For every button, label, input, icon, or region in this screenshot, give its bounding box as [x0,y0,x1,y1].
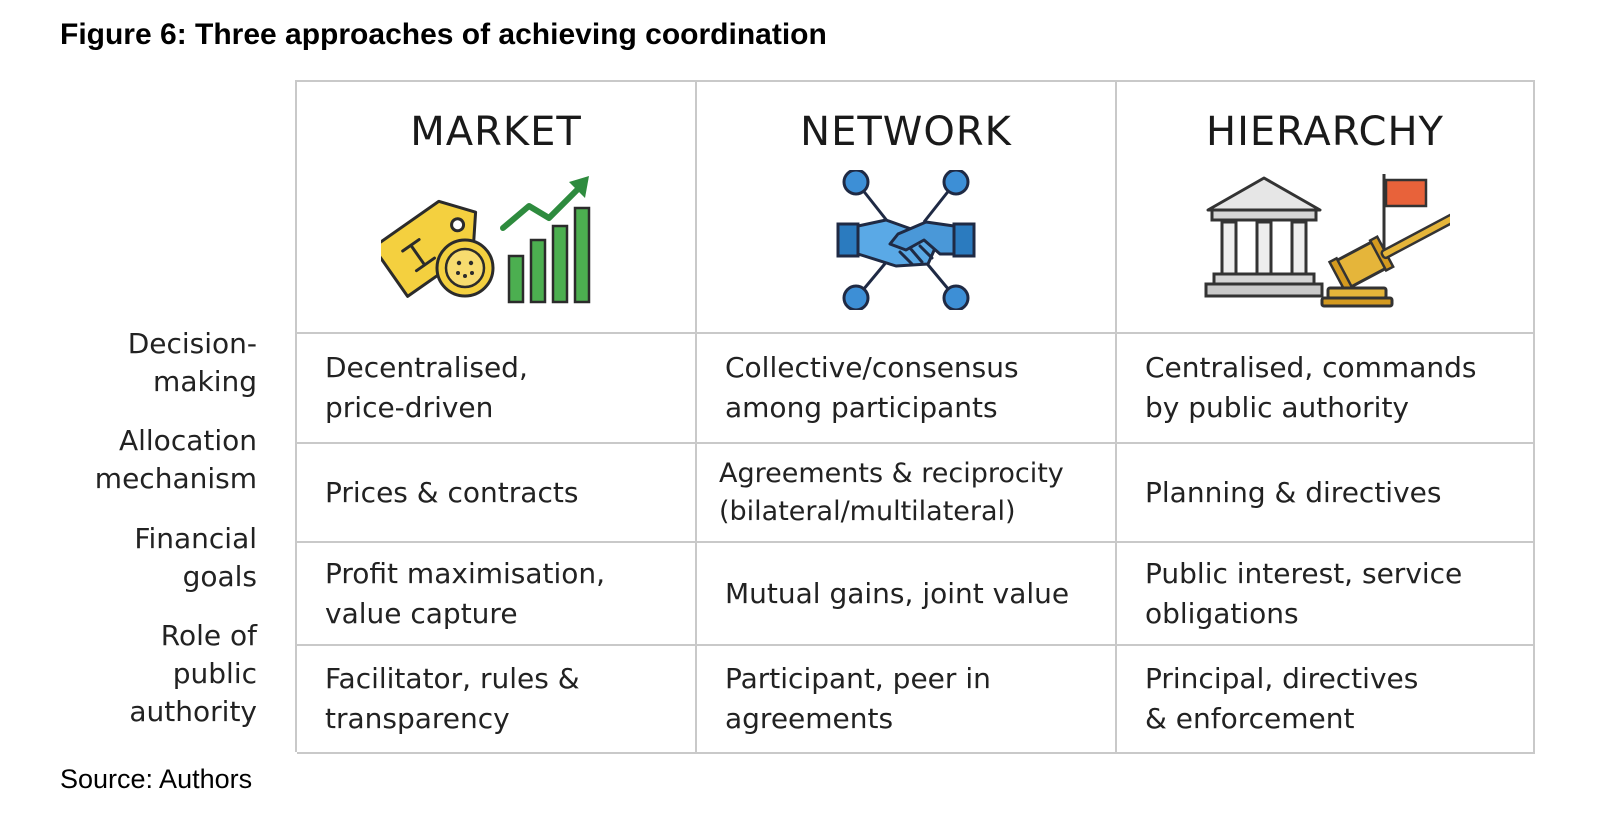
cell-market-decision-making: Decentralised, price-driven [297,334,697,444]
row-label-decision-making: Decision- making [127,327,257,398]
cell-text: Mutual gains, joint value [725,576,1070,610]
column-title-market: MARKET [410,109,582,155]
cell-network-allocation-mechanism: Agreements & reciprocity (bilateral/mult… [697,444,1117,543]
cell-text: Agreements & reciprocity (bilateral/mult… [719,457,1064,527]
column-title-network: NETWORK [800,109,1012,155]
cell-market-role-of-public-authority: Facilitator, rules & transparency [297,646,697,754]
cell-network-decision-making: Collective/consensus among participants [697,334,1117,444]
figure-title: Figure 6: Three approaches of achieving … [60,18,827,51]
hierarchy-government-building-gavel-icon [1200,170,1465,321]
cell-market-financial-goals: Profit maximisation, value capture [297,543,697,646]
cell-text: Principal, directives & enforcement [1145,662,1419,735]
cell-hierarchy-financial-goals: Public interest, service obligations [1117,543,1535,646]
cell-hierarchy-role-of-public-authority: Principal, directives & enforcement [1117,646,1535,754]
cell-hierarchy-decision-making: Centralised, commands by public authorit… [1117,334,1535,444]
cell-text: Centralised, commands by public authorit… [1145,351,1477,424]
column-header-market: MARKET [297,82,697,334]
column-header-network: NETWORK [697,82,1117,334]
figure-source: Source: Authors [60,764,253,794]
cell-hierarchy-allocation-mechanism: Planning & directives [1117,444,1535,543]
cell-network-role-of-public-authority: Participant, peer in agreements [697,646,1117,754]
column-header-hierarchy: HIERARCHY [1117,82,1535,334]
row-label-allocation-mechanism: Allocation mechanism [94,424,257,495]
cell-text: Facilitator, rules & transparency [325,662,580,735]
market-price-tag-growth-chart-icon [371,170,611,321]
network-handshake-icon [836,168,976,321]
cell-text: Profit maximisation, value capture [325,556,606,630]
column-title-hierarchy: HIERARCHY [1206,109,1444,155]
cell-text: Decentralised, price-driven [325,351,528,424]
row-label-financial-goals: Financial goals [134,522,257,593]
cell-network-financial-goals: Mutual gains, joint value [697,543,1117,646]
cell-text: Public interest, service obligations [1145,556,1463,630]
cell-text: Participant, peer in agreements [725,662,991,735]
coordination-table: MARKET [295,80,1535,754]
cell-market-allocation-mechanism: Prices & contracts [297,444,697,543]
row-label-role-of-public-authority: Role of public authority [129,619,257,728]
cell-text: Planning & directives [1145,475,1442,509]
cell-text: Prices & contracts [325,475,579,509]
cell-text: Collective/consensus among participants [725,351,1019,424]
